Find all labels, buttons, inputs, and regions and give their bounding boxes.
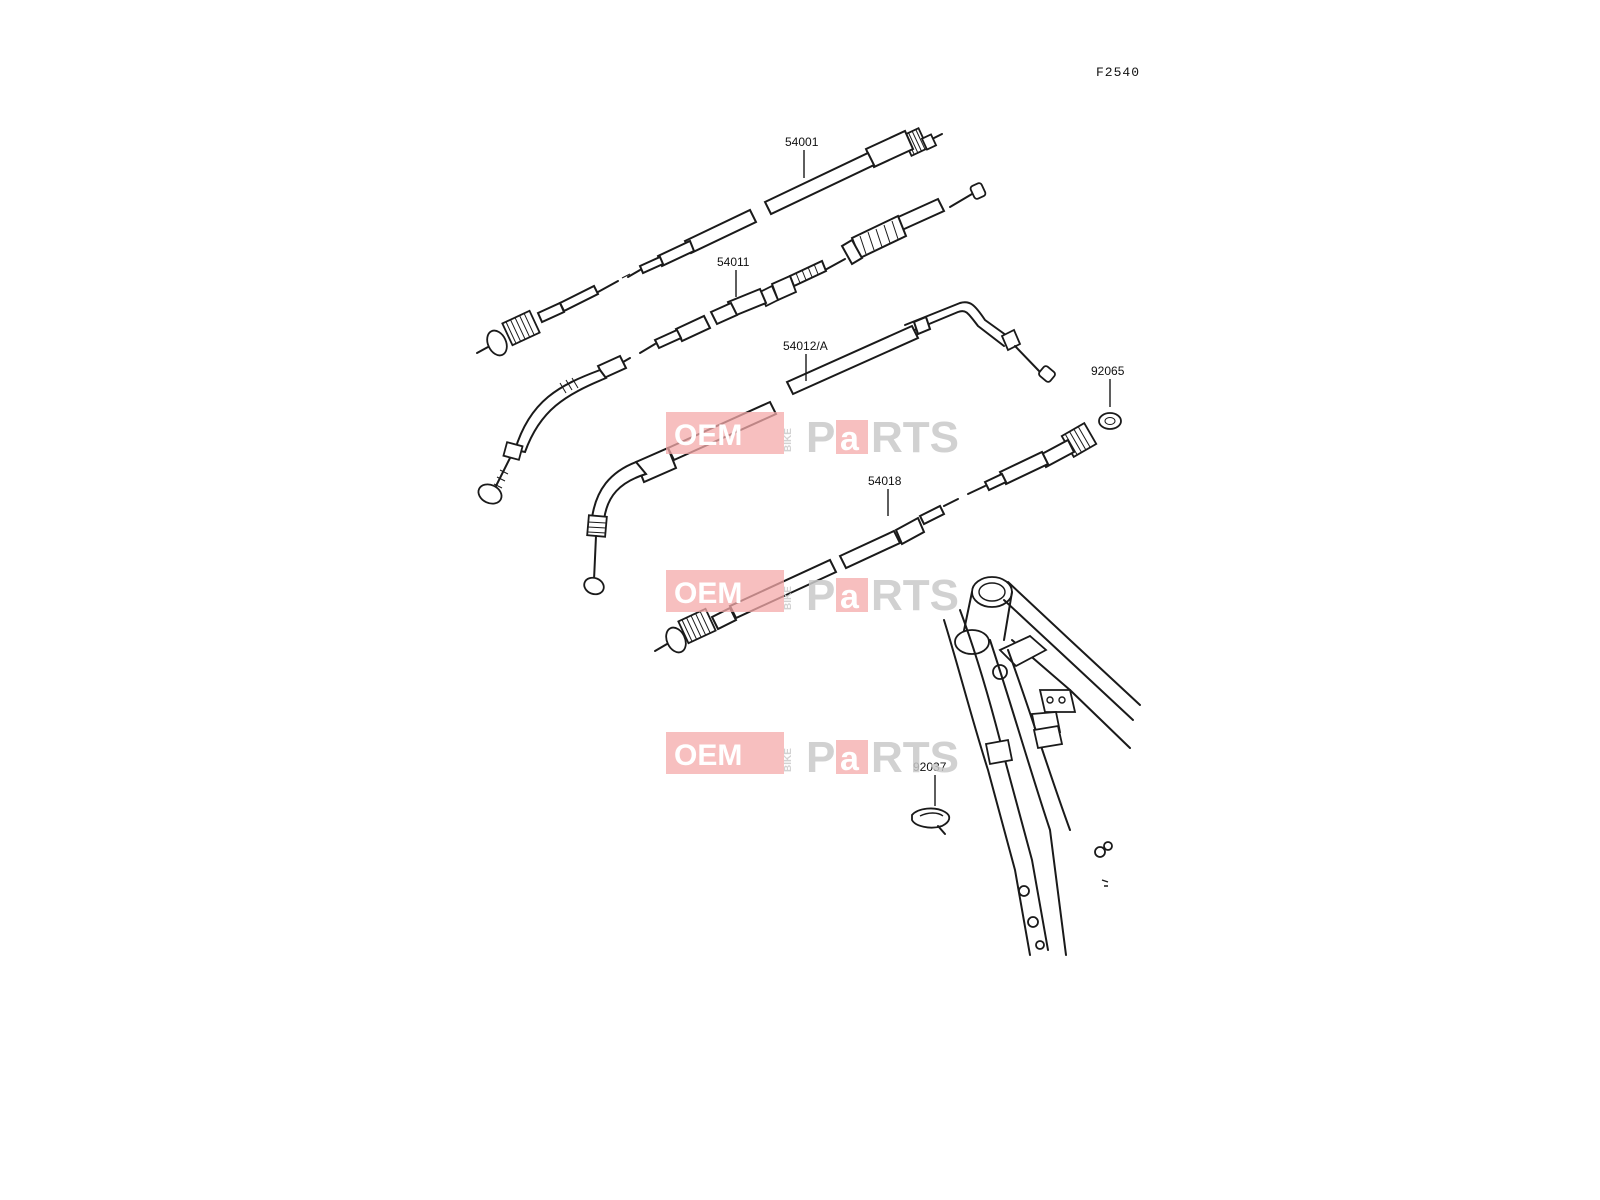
callout-92037: 92037 [913, 760, 947, 774]
clamp-92037[interactable] [911, 807, 951, 835]
svg-text:a: a [840, 740, 860, 778]
callout-54011: 54011 [717, 255, 750, 269]
svg-text:a: a [840, 578, 860, 616]
callout-54001: 54001 [785, 135, 819, 149]
svg-text:P: P [806, 733, 835, 782]
callout-92065: 92065 [1091, 364, 1125, 378]
svg-text:RTS: RTS [871, 733, 959, 782]
svg-text:P: P [806, 413, 835, 462]
cable-54001[interactable] [476, 127, 943, 358]
watermark-1: OEM BIKE P a RTS [666, 412, 959, 462]
svg-text:BIKE: BIKE [783, 428, 794, 452]
svg-text:BIKE: BIKE [783, 586, 794, 610]
watermark-3: OEM BIKE P a RTS [666, 732, 959, 782]
svg-text:OEM: OEM [674, 419, 742, 452]
svg-text:RTS: RTS [871, 571, 959, 620]
cable-54011[interactable] [475, 182, 987, 507]
svg-text:P: P [806, 571, 835, 620]
svg-text:a: a [840, 420, 860, 458]
callout-54012a: 54012/A [783, 339, 828, 353]
svg-text:OEM: OEM [674, 577, 742, 610]
watermark-2: OEM BIKE P a RTS [666, 570, 959, 620]
svg-text:RTS: RTS [871, 413, 959, 462]
washer-92065[interactable] [1098, 412, 1122, 430]
figure-code: F2540 [1096, 65, 1140, 80]
svg-text:OEM: OEM [674, 739, 742, 772]
motorcycle-frame [943, 576, 1141, 956]
callout-54018: 54018 [868, 474, 902, 488]
svg-text:BIKE: BIKE [783, 748, 794, 772]
